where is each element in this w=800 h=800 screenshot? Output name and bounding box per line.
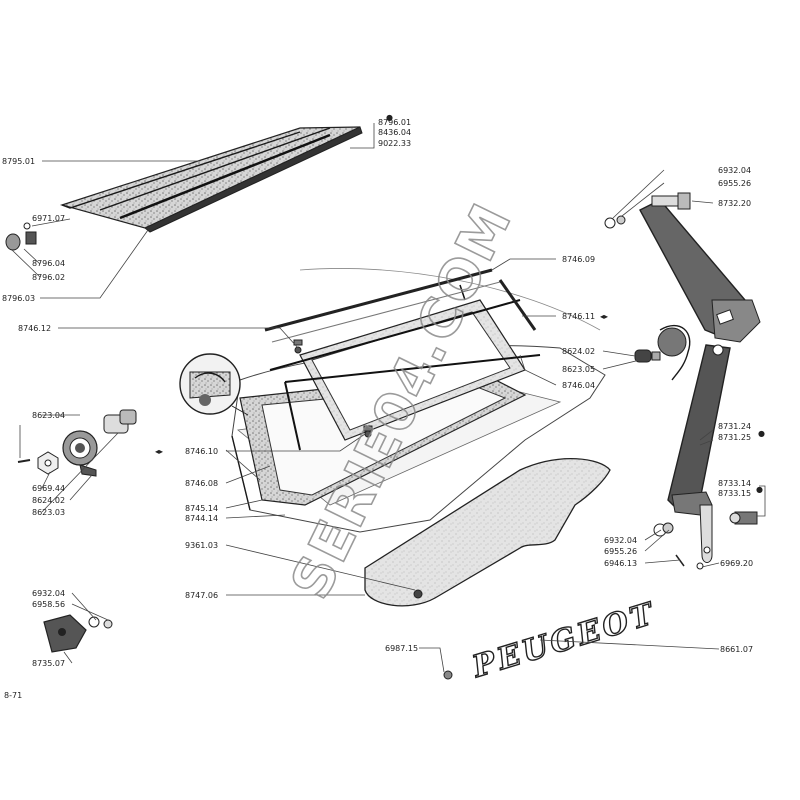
label-8746-04: 8746.04 xyxy=(562,381,595,390)
label-8796-02: 8796.02 xyxy=(32,273,65,282)
label-6955-26-top: 6955.26 xyxy=(718,179,751,188)
striker-plate xyxy=(43,614,113,653)
label-6932-04-left: 6932.04 xyxy=(32,589,65,598)
window-spacer-bars xyxy=(264,268,537,343)
label-8436-04: 8436.04 xyxy=(378,128,411,137)
label-8661-07: 8661.07 xyxy=(720,645,753,654)
rear-window-seal xyxy=(239,371,527,506)
svg-text:●: ● xyxy=(756,485,763,494)
svg-text:●: ● xyxy=(758,429,765,438)
label-6932-04-bottom: 6932.04 xyxy=(604,536,637,545)
label-6958-56: 6958.56 xyxy=(32,600,65,609)
label-6971-07: 6971.07 xyxy=(32,214,65,223)
label-8733-14: 8733.14 xyxy=(718,479,751,488)
label-6932-04-top: 6932.04 xyxy=(718,166,751,175)
label-8623-03: 8623.03 xyxy=(32,508,65,517)
label-8746-08: 8746.08 xyxy=(185,479,218,488)
label-6946-13: 6946.13 xyxy=(604,559,637,568)
page-mark: 8-71 xyxy=(4,691,22,700)
hinge-spring xyxy=(634,324,691,381)
peugeot-emblem: PEUGEOT xyxy=(467,595,661,686)
label-6969-20: 6969.20 xyxy=(720,559,753,568)
label-8796-04: 8796.04 xyxy=(32,259,65,268)
small-clips xyxy=(293,339,373,438)
label-8796-01: 8796.01 xyxy=(378,118,411,127)
label-8745-14: 8745.14 xyxy=(185,504,218,513)
emblem-fixing-nut xyxy=(443,670,453,680)
label-9361-03: 9361.03 xyxy=(185,541,218,550)
detail-magnifier xyxy=(179,353,249,416)
hinge-bolt xyxy=(604,192,691,229)
label-8746-11: 8746.11 xyxy=(562,312,595,321)
label-8747-06: 8747.06 xyxy=(185,591,218,600)
leader-lines xyxy=(11,123,766,673)
label-8795-01: 8795.01 xyxy=(2,157,35,166)
lock-barrel-assembly xyxy=(17,409,137,477)
label-6969-44: 6969.44 xyxy=(32,484,65,493)
label-8746-12: 8746.12 xyxy=(18,324,51,333)
label-8624-02-left: 8624.02 xyxy=(32,496,65,505)
boot-mat xyxy=(364,458,611,607)
label-8733-15: 8733.15 xyxy=(718,489,751,498)
label-8731-24: 8731.24 xyxy=(718,422,751,431)
label-9022-33: 9022.33 xyxy=(378,139,411,148)
label-8746-10: 8746.10 xyxy=(185,447,218,456)
label-6987-15: 6987.15 xyxy=(385,644,418,653)
label-8746-09: 8746.09 xyxy=(562,255,595,264)
label-8623-05: 8623.05 xyxy=(562,365,595,374)
hinge-arm xyxy=(639,199,761,516)
parcel-shelf xyxy=(59,126,363,233)
hinge-pivot-parts xyxy=(653,504,758,570)
label-8624-02-right: 8624.02 xyxy=(562,347,595,356)
arrow-right: ◂▸ xyxy=(600,312,608,321)
emblem-text: PEUGEOT xyxy=(468,596,660,685)
label-8796-03: 8796.03 xyxy=(2,294,35,303)
label-8623-04: 8623.04 xyxy=(32,411,65,420)
part-labels: 8796.01 ● 8436.04 9022.33 8795.01 6971.0… xyxy=(2,113,765,700)
label-6955-26-bottom: 6955.26 xyxy=(604,547,637,556)
label-8732-20: 8732.20 xyxy=(718,199,751,208)
svg-text:●: ● xyxy=(386,113,393,122)
label-8735-07: 8735.07 xyxy=(32,659,65,668)
shelf-clip xyxy=(5,222,37,251)
arrow-left: ◂▸ xyxy=(155,447,163,456)
label-8731-25: 8731.25 xyxy=(718,433,751,442)
label-8744-14: 8744.14 xyxy=(185,514,218,523)
